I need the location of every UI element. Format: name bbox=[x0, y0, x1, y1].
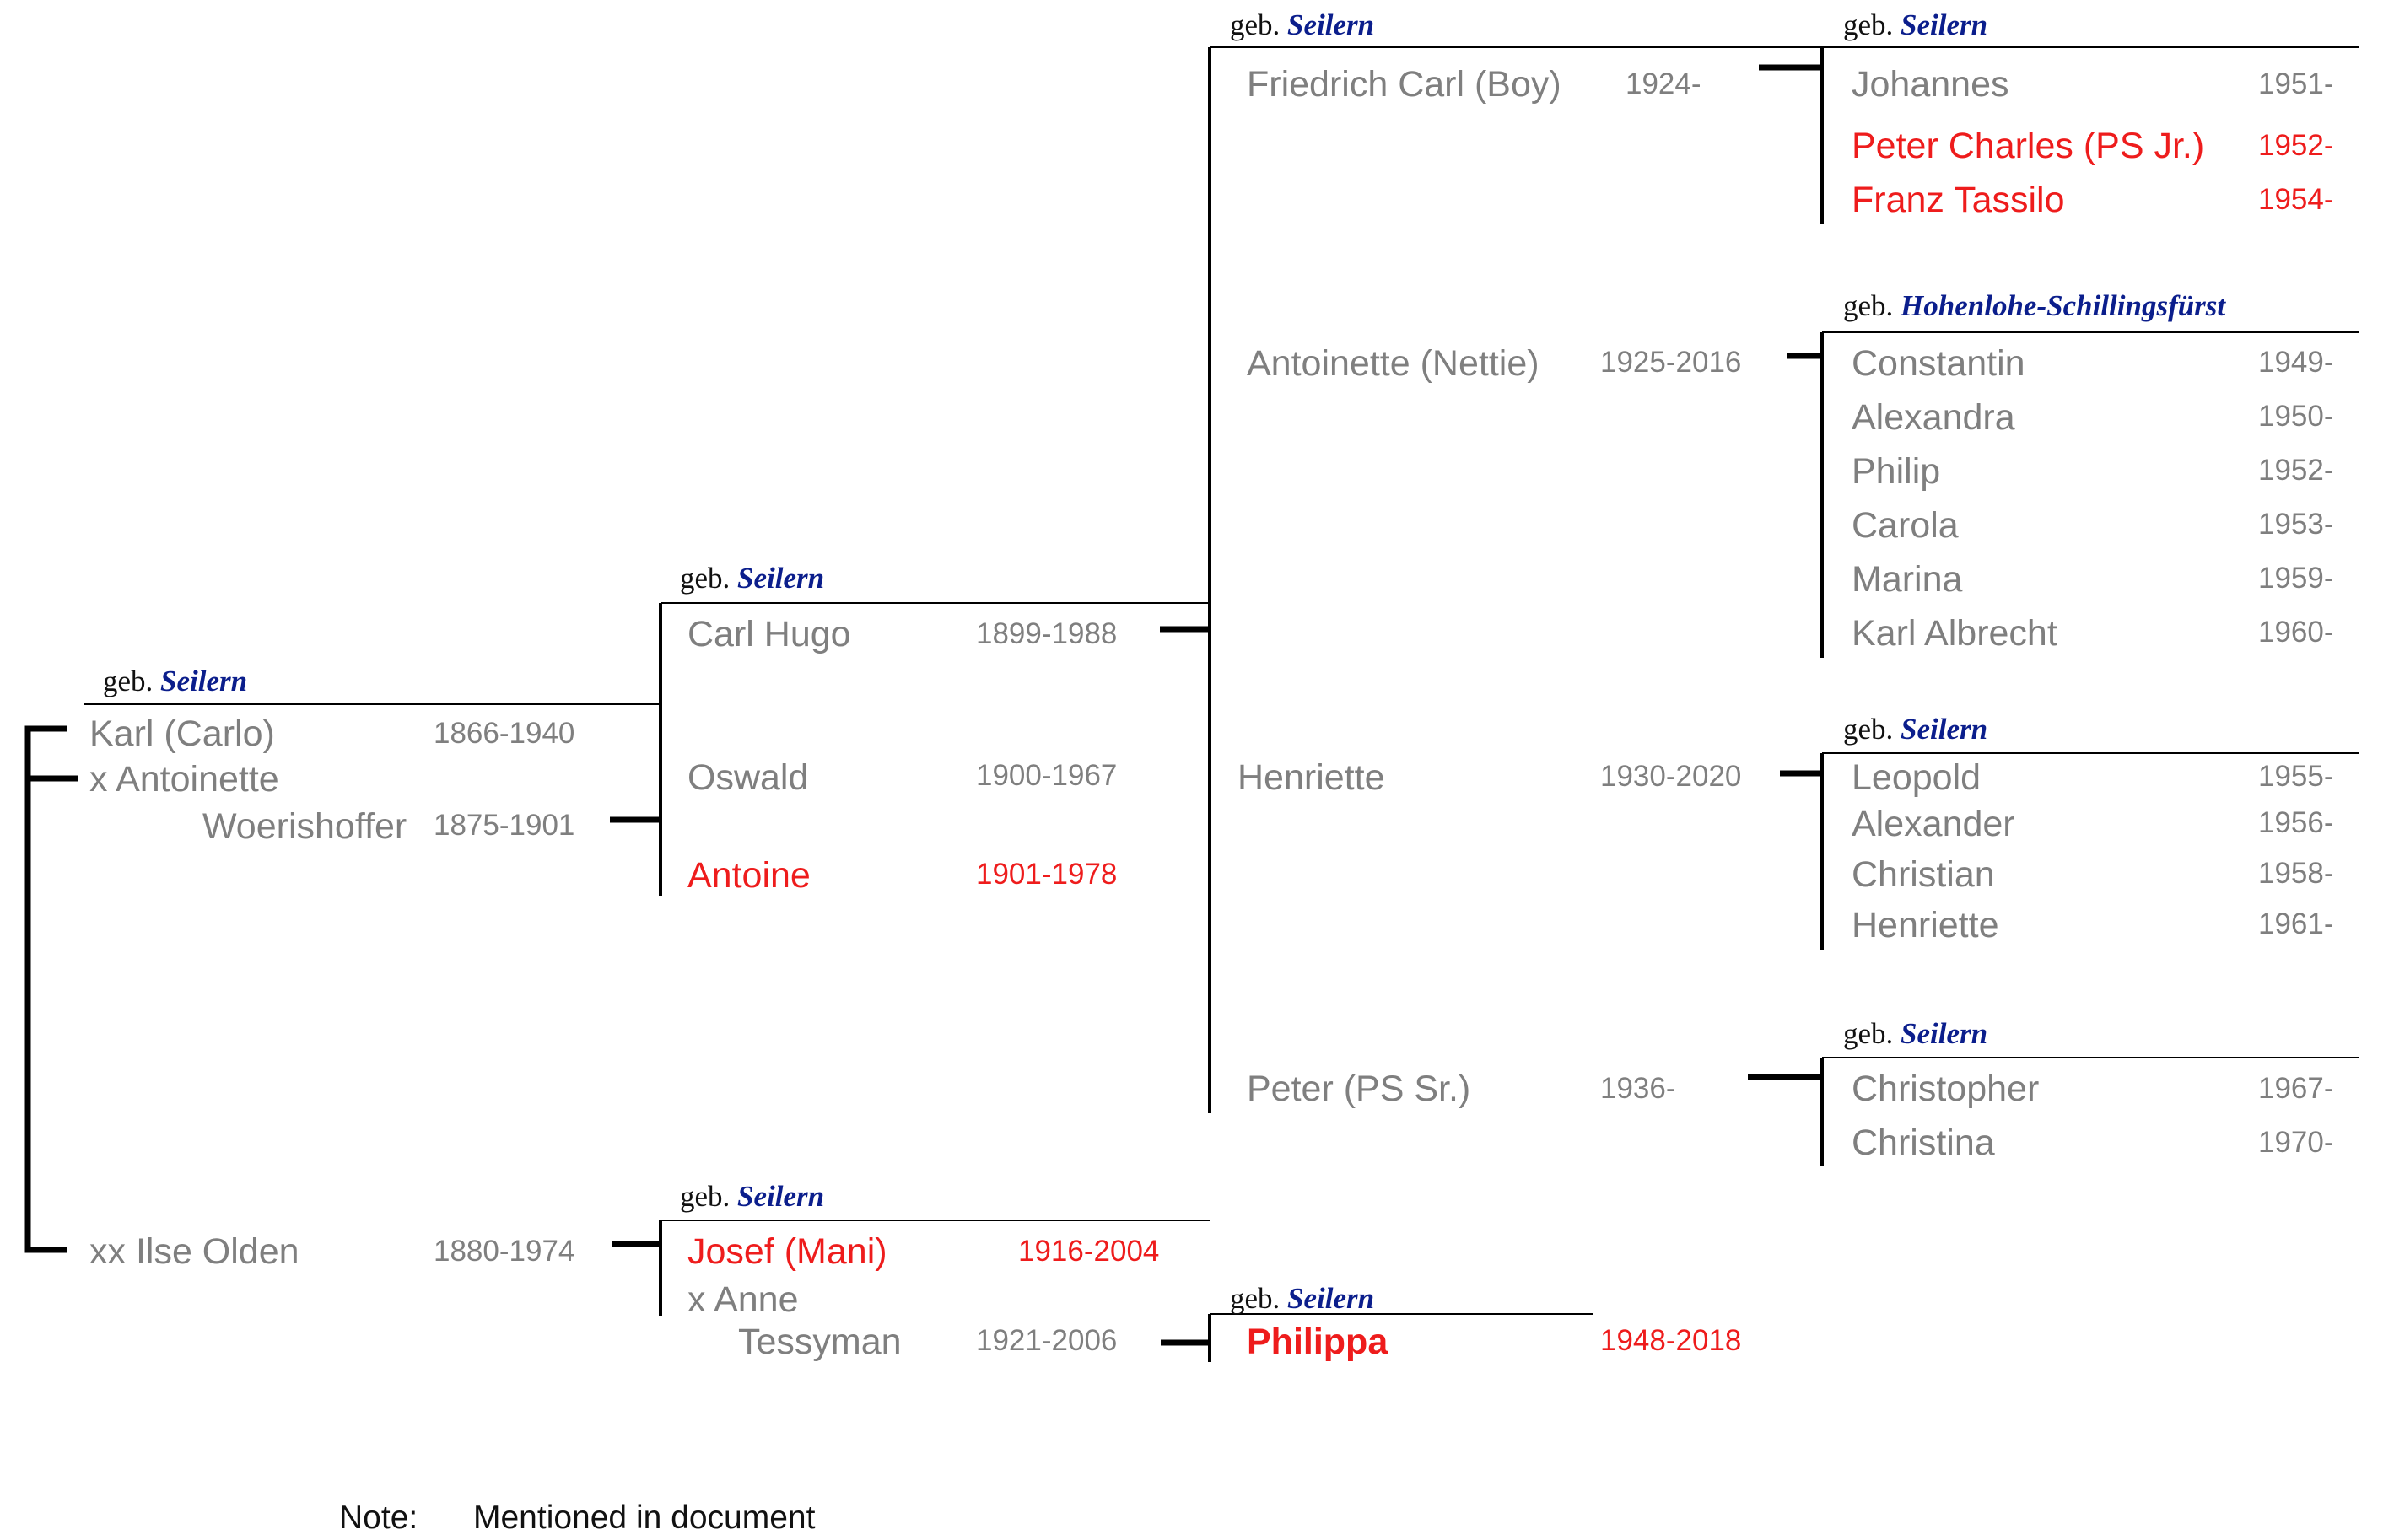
geb-header-philippa: geb. Seilern bbox=[1230, 1282, 1375, 1315]
person-name-philip: Philip bbox=[1852, 451, 1941, 492]
person-years-karl: 1866-1940 bbox=[434, 717, 575, 750]
person-name-peter-sr: Peter (PS Sr.) bbox=[1247, 1069, 1471, 1109]
person-years-franz-tassilo: 1954- bbox=[2258, 183, 2334, 216]
geb-header-josef: geb. Seilern bbox=[680, 1180, 825, 1213]
person-years-peter-jr: 1952- bbox=[2258, 129, 2334, 162]
person-years-anne: 1921-2006 bbox=[976, 1324, 1118, 1357]
person-name-antoinette-nettie: Antoinette (Nettie) bbox=[1247, 343, 1539, 384]
geb-header-johannes: geb. Seilern bbox=[1843, 8, 1988, 41]
person-name-karl-albrecht: Karl Albrecht bbox=[1852, 613, 2057, 654]
person-years-carl-hugo: 1899-1988 bbox=[976, 617, 1118, 650]
person-name-christian: Christian bbox=[1852, 854, 1995, 895]
person-name-marina: Marina bbox=[1852, 559, 1963, 600]
person-years-alexander: 1956- bbox=[2258, 806, 2334, 839]
geb-header-constantin: geb. Hohenlohe-Schillingsfürst bbox=[1843, 289, 2226, 322]
person-name-philippa: Philippa bbox=[1247, 1322, 1388, 1362]
person-name-christopher: Christopher bbox=[1852, 1069, 2040, 1109]
person-years-antoine: 1901-1978 bbox=[976, 858, 1118, 891]
person-name-oswald: Oswald bbox=[687, 757, 809, 798]
person-years-peter-sr: 1936- bbox=[1600, 1072, 1676, 1105]
geb-header-karl: geb. Seilern bbox=[103, 665, 248, 697]
note-label: Note: bbox=[339, 1500, 418, 1536]
person-name-anne-1: x Anne bbox=[687, 1279, 799, 1320]
person-name-johannes: Johannes bbox=[1852, 64, 2009, 105]
person-years-christopher: 1967- bbox=[2258, 1072, 2334, 1105]
person-years-marina: 1959- bbox=[2258, 562, 2334, 595]
person-name-ilse: xx Ilse Olden bbox=[89, 1231, 299, 1272]
person-years-friedrich: 1924- bbox=[1626, 67, 1701, 100]
person-name-henriette-g3: Henriette bbox=[1237, 757, 1385, 798]
person-years-antoinette-w: 1875-1901 bbox=[434, 809, 575, 842]
person-name-alexandra: Alexandra bbox=[1852, 397, 2015, 438]
person-name-antoine: Antoine bbox=[687, 855, 811, 896]
person-years-ilse: 1880-1974 bbox=[434, 1235, 575, 1268]
person-name-antoinette-w-1: x Antoinette bbox=[89, 759, 279, 800]
person-years-johannes: 1951- bbox=[2258, 67, 2334, 100]
geb-header-christopher: geb. Seilern bbox=[1843, 1017, 1988, 1050]
note-text: Mentioned in document bbox=[473, 1500, 816, 1536]
person-name-peter-jr: Peter Charles (PS Jr.) bbox=[1852, 126, 2205, 166]
person-years-henriette-g4: 1961- bbox=[2258, 907, 2334, 940]
geb-header-carl-hugo: geb. Seilern bbox=[680, 562, 825, 595]
person-years-antoinette-nettie: 1925-2016 bbox=[1600, 346, 1742, 379]
person-years-josef: 1916-2004 bbox=[1018, 1235, 1160, 1268]
person-name-karl: Karl (Carlo) bbox=[89, 713, 275, 754]
person-name-antoinette-w-2: Woerishoffer bbox=[202, 806, 407, 847]
person-name-alexander: Alexander bbox=[1852, 804, 2015, 844]
marriage-bracket bbox=[24, 725, 67, 1253]
person-name-christina: Christina bbox=[1852, 1123, 1995, 1163]
person-name-leopold: Leopold bbox=[1852, 757, 1982, 798]
person-name-anne-2: Tessyman bbox=[738, 1322, 902, 1362]
person-name-franz-tassilo: Franz Tassilo bbox=[1852, 180, 2065, 220]
person-name-constantin: Constantin bbox=[1852, 343, 2025, 384]
person-years-philip: 1952- bbox=[2258, 454, 2334, 487]
geb-header-friedrich: geb. Seilern bbox=[1230, 8, 1375, 41]
person-name-carola: Carola bbox=[1852, 505, 1959, 546]
person-years-carola: 1953- bbox=[2258, 508, 2334, 541]
person-years-karl-albrecht: 1960- bbox=[2258, 616, 2334, 649]
person-name-friedrich: Friedrich Carl (Boy) bbox=[1247, 64, 1561, 105]
person-name-carl-hugo: Carl Hugo bbox=[687, 614, 851, 654]
person-years-alexandra: 1950- bbox=[2258, 400, 2334, 433]
person-years-christian: 1958- bbox=[2258, 857, 2334, 890]
person-name-josef: Josef (Mani) bbox=[687, 1231, 887, 1272]
person-years-oswald: 1900-1967 bbox=[976, 759, 1118, 792]
person-years-constantin: 1949- bbox=[2258, 346, 2334, 379]
geb-header-leopold: geb. Seilern bbox=[1843, 713, 1988, 746]
person-years-leopold: 1955- bbox=[2258, 760, 2334, 793]
person-name-henriette-g4: Henriette bbox=[1852, 905, 1999, 945]
person-years-christina: 1970- bbox=[2258, 1126, 2334, 1159]
person-years-philippa: 1948-2018 bbox=[1600, 1324, 1742, 1357]
person-years-henriette-g3: 1930-2020 bbox=[1600, 760, 1742, 793]
